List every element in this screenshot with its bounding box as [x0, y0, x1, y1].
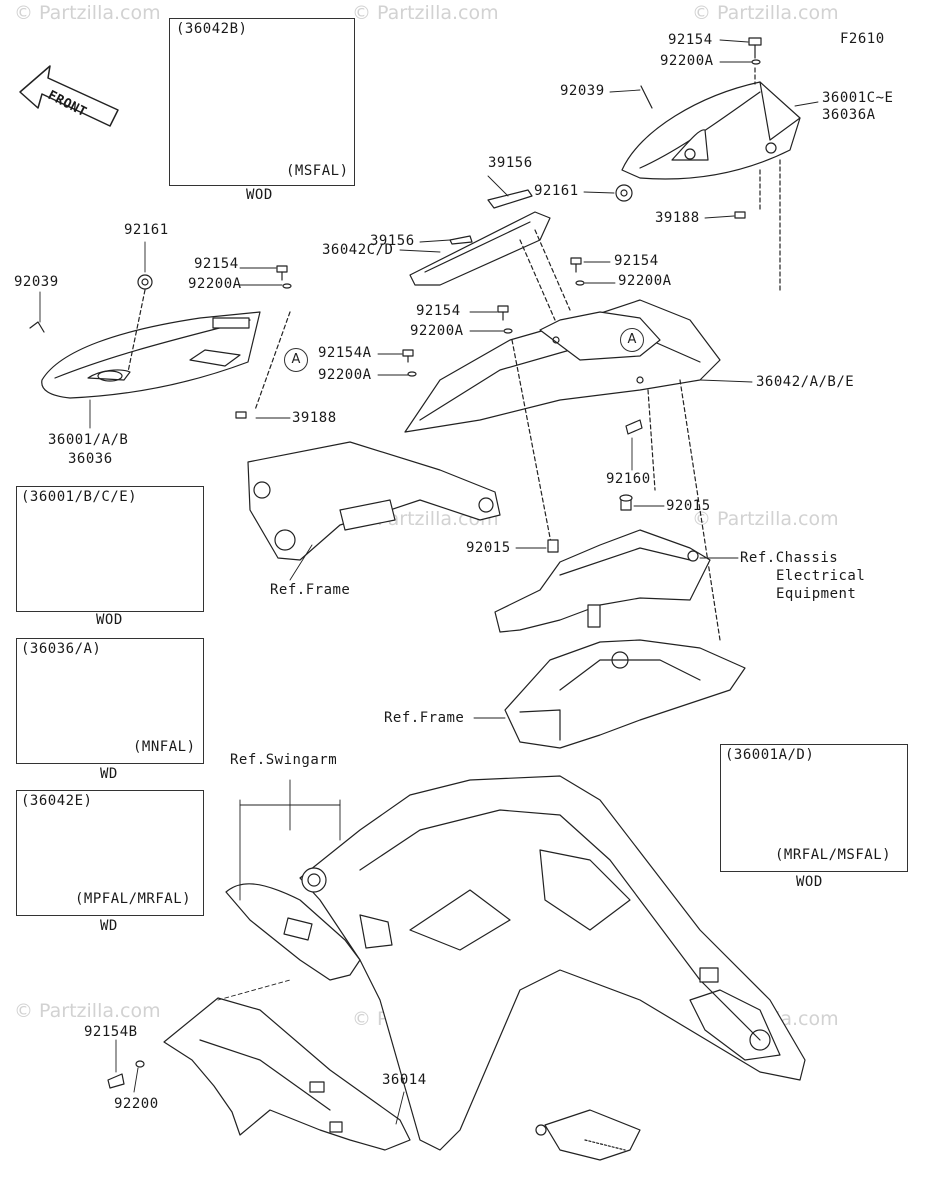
part-label: 92154A [318, 345, 372, 361]
inset-title: (36001/B/C/E) [21, 489, 138, 505]
inset-note: (MNFAL) [133, 739, 196, 755]
bolt-icon [29, 265, 292, 419]
inset-title: (36036/A) [21, 641, 102, 657]
part-label: 92039 [14, 274, 59, 290]
rear-frame-drawing [504, 639, 746, 749]
watermark: © Partzilla.com [14, 1000, 161, 1022]
chain-cover-drawing [163, 997, 411, 1151]
leader-lines [39, 241, 291, 429]
part-label: 36001/A/B [48, 432, 129, 448]
inset-note: (MRFAL/MSFAL) [775, 847, 892, 863]
watermark: © Partzilla.com [14, 2, 161, 24]
part-label: 92161 [534, 183, 579, 199]
inset-title: (36042E) [21, 793, 93, 809]
part-label: 36014 [382, 1072, 427, 1088]
watermark: © Partzilla.com [692, 2, 839, 24]
inset-caption: WOD [246, 187, 273, 203]
seat-strip-drawing [409, 189, 571, 321]
part-label: 92039 [560, 83, 605, 99]
inset-box-36001AD: (36001A/D) (MRFAL/MSFAL) [720, 744, 908, 872]
callout-a: A [284, 348, 308, 372]
part-label: 92154 [194, 256, 239, 272]
bolt-icon [107, 1060, 145, 1089]
part-label: 36001C~E [822, 90, 894, 106]
part-label: 92200A [660, 53, 714, 69]
part-label: 39188 [655, 210, 700, 226]
part-label: 92200 [114, 1096, 159, 1112]
part-label: 92015 [466, 540, 511, 556]
leader-lines [115, 779, 405, 1125]
part-label: 92161 [124, 222, 169, 238]
seat-cowl-right-drawing [621, 67, 801, 291]
figure-code: F2610 [840, 31, 885, 47]
electrical-tray-drawing [494, 494, 711, 633]
inset-box-36001BCE: (36001/B/C/E) [16, 486, 204, 612]
leader-lines [515, 505, 739, 559]
ref-label: Electrical [776, 568, 866, 584]
inset-box-36042B: (36042B) (MSFAL) [169, 18, 355, 186]
part-label: 39156 [488, 155, 533, 171]
inset-title: (36001A/D) [725, 747, 815, 763]
inset-note: (MSFAL) [286, 163, 349, 179]
part-label: 39188 [292, 410, 337, 426]
inset-box-36042E: (36042E) (MPFAL/MRFAL) [16, 790, 204, 916]
leader-lines [377, 261, 753, 471]
part-label: 92015 [666, 498, 711, 514]
front-arrow-icon [19, 65, 119, 127]
callout-a: A [620, 328, 644, 352]
inset-caption: WD [100, 918, 118, 934]
bolt-icon [402, 257, 643, 435]
part-label: 36042C/D [322, 242, 394, 258]
leader-lines [289, 544, 313, 581]
chain-guard-drawing [225, 883, 393, 981]
part-label: 36036A [822, 107, 876, 123]
part-label: 92200A [188, 276, 242, 292]
watermark: © Partzilla.com [692, 508, 839, 530]
inset-caption: WOD [96, 612, 123, 628]
part-label: 92200A [410, 323, 464, 339]
leader-lines [399, 175, 509, 253]
leader-lines [583, 39, 819, 219]
part-label: 36036 [68, 451, 113, 467]
inset-title: (36042B) [176, 21, 248, 37]
part-label: 92200A [618, 273, 672, 289]
part-label: 92200A [318, 367, 372, 383]
ref-label: Ref.Chassis [740, 550, 839, 566]
bolt-icon [615, 37, 762, 219]
inset-caption: WOD [796, 874, 823, 890]
inset-box-36036A: (36036/A) (MNFAL) [16, 638, 204, 764]
ref-label: Ref.Swingarm [230, 752, 338, 768]
inset-note: (MPFAL/MRFAL) [75, 891, 192, 907]
ref-label: Ref.Frame [384, 710, 465, 726]
frame-bracket-drawing [247, 441, 501, 561]
part-label: 92154 [614, 253, 659, 269]
seat-cowl-left-drawing [41, 274, 291, 411]
ref-label: Ref.Frame [270, 582, 351, 598]
swingarm-drawing [299, 775, 806, 1161]
part-label: 92154B [84, 1024, 138, 1040]
part-label: 92160 [606, 471, 651, 487]
part-label: 92154 [668, 32, 713, 48]
part-label: 36042/A/B/E [756, 374, 855, 390]
part-label: 92154 [416, 303, 461, 319]
ref-label: Equipment [776, 586, 857, 602]
part-label: 39156 [370, 233, 415, 249]
watermark: © Partzilla.com [352, 2, 499, 24]
inset-caption: WD [100, 766, 118, 782]
